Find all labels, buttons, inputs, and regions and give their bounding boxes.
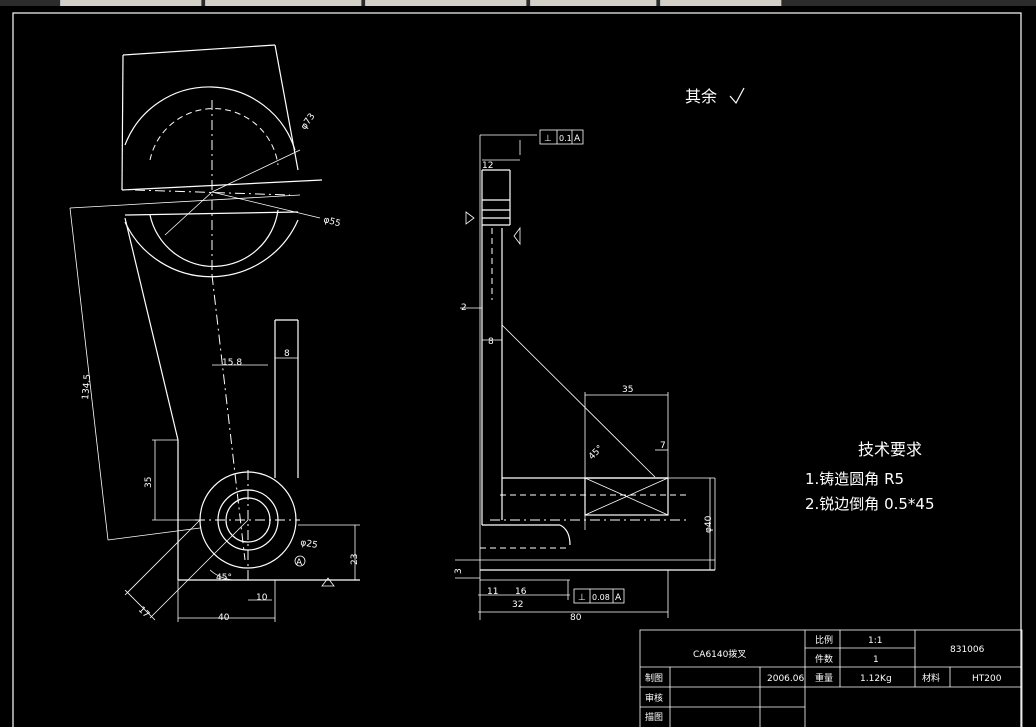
- roughness-symbol: [729, 87, 745, 105]
- title-block: CA6140拨叉 比例 1:1 件数 1 831006 制图 审核 描图 200…: [639, 629, 1023, 727]
- cad-drawing-area[interactable]: φ73 φ55 134.5 15.8 8 35 φ25 23 40 10 17 …: [0, 6, 1036, 727]
- dim-2: 2: [461, 303, 467, 313]
- dim-23: 23: [350, 554, 360, 565]
- toolbar-tab[interactable]: [365, 0, 527, 6]
- tb-scale-label: 比例: [815, 634, 833, 646]
- dim-d55: φ55: [322, 215, 341, 229]
- tb-qty-value: 1: [873, 655, 879, 665]
- dim-7: 7: [660, 441, 666, 451]
- tb-qty-label: 件数: [815, 653, 833, 665]
- dim-8-left: 8: [284, 349, 290, 359]
- angle-45-left: 45°: [216, 573, 232, 583]
- tolerance-frame-top: ⊥ 0.1 A: [539, 129, 584, 145]
- dim-8-right: 8: [488, 337, 494, 347]
- dim-134-5: 134.5: [81, 374, 93, 401]
- tb-part-name: CA6140拨叉: [693, 648, 746, 660]
- tb-checker-label: 审核: [645, 692, 663, 704]
- toolbar-tab[interactable]: [530, 0, 657, 6]
- dim-d40: φ40: [704, 515, 714, 533]
- dim-d25: φ25: [299, 538, 318, 551]
- toolbar-tab[interactable]: [60, 0, 202, 6]
- tb-drawing-no: 831006: [950, 645, 985, 655]
- drawing-canvas: φ73 φ55 134.5 15.8 8 35 φ25 23 40 10 17 …: [12, 12, 1023, 727]
- dim-3: 3: [454, 568, 464, 574]
- toolbar-tab[interactable]: [205, 0, 362, 6]
- left-view: [69, 44, 360, 622]
- tol-top-symbol: ⊥: [544, 134, 552, 144]
- right-view: [321, 134, 716, 620]
- dim-35-right: 35: [622, 385, 633, 395]
- tb-date: 2006.06: [767, 674, 804, 684]
- tb-scale-value: 1:1: [868, 636, 882, 646]
- tol-bottom-value: 0.08: [592, 593, 610, 602]
- tech-req-item-2: 2.锐边倒角 0.5*45: [805, 495, 935, 513]
- angle-45-right: 45°: [587, 444, 605, 462]
- tb-material-label: 材料: [922, 672, 940, 684]
- tb-weight-label: 重量: [815, 672, 833, 684]
- tol-bottom-symbol: ⊥: [578, 593, 586, 603]
- window-top-bar: [0, 0, 1036, 6]
- dim-40-left: 40: [218, 613, 230, 623]
- tb-approver-label: 描图: [645, 711, 663, 723]
- dim-17: 17: [136, 605, 151, 620]
- drawing-border: [12, 12, 1022, 727]
- dim-16: 16: [515, 587, 527, 597]
- dim-32: 32: [512, 600, 523, 610]
- datum-a-label: A: [296, 558, 303, 568]
- tol-top-value: 0.1: [559, 134, 572, 143]
- note-rest: 其余: [685, 87, 717, 106]
- tech-req-title: 技术要求: [858, 440, 922, 459]
- dim-11: 11: [487, 587, 498, 597]
- tb-material-value: HT200: [972, 674, 1002, 684]
- dim-35-left: 35: [144, 477, 154, 488]
- dim-10: 10: [256, 593, 268, 603]
- tb-weight-value: 1.12Kg: [860, 674, 892, 684]
- dim-12: 12: [482, 161, 493, 171]
- dim-d73: φ73: [299, 112, 317, 132]
- dim-15-8: 15.8: [222, 358, 242, 368]
- tb-designer-label: 制图: [645, 672, 663, 684]
- tol-bottom-datum: A: [615, 593, 622, 603]
- tol-top-datum: A: [574, 134, 581, 144]
- tolerance-frame-bottom: ⊥ 0.08 A: [573, 588, 625, 604]
- tech-req-item-1: 1.铸造圆角 R5: [805, 470, 904, 488]
- dim-80: 80: [570, 613, 582, 623]
- toolbar-tab[interactable]: [660, 0, 782, 6]
